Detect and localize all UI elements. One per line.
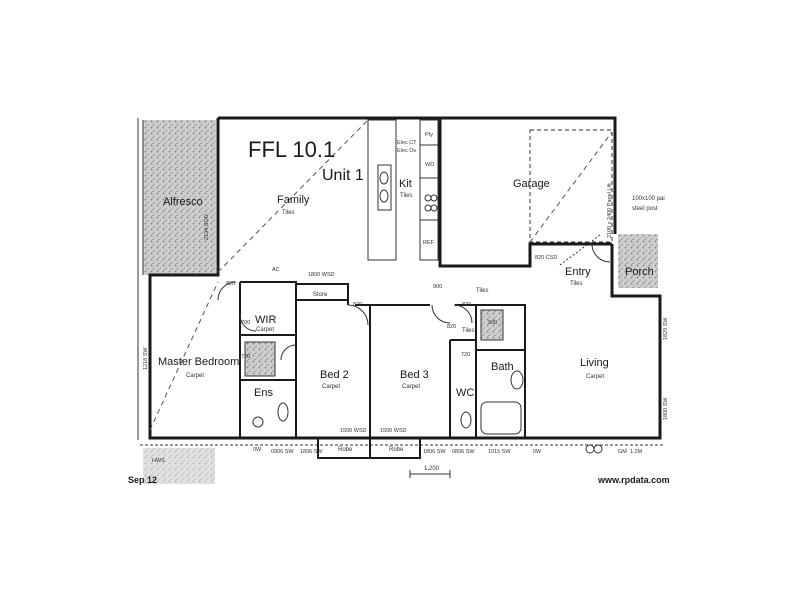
room-bed3: Bed 3 <box>400 369 429 381</box>
note-d720-1: 720 <box>241 354 250 360</box>
room-master: Master Bedroom <box>158 356 239 368</box>
room-robe-2: Robe <box>389 447 404 453</box>
note-d700: 700 <box>241 320 250 326</box>
finish-bath: Tiles <box>462 328 474 334</box>
finish-family: Tiles <box>282 210 294 216</box>
bath-fixtures <box>244 309 524 435</box>
garage-door <box>529 129 613 243</box>
note-wsd-top: 1800 WSD <box>308 272 335 278</box>
room-family: Family <box>277 194 310 206</box>
note-post-1: 100x100 pai <box>632 196 665 202</box>
room-bed2: Bed 2 <box>320 369 349 381</box>
note-wsd-bed3: 1500 WSD <box>380 428 407 434</box>
ceiling-line-master <box>149 281 219 431</box>
note-living-win-1: 1829 SW <box>663 317 669 340</box>
dim-bottom-text: 1,200 <box>424 466 440 472</box>
note-alfresco-dim: 2134 SOD <box>204 214 210 240</box>
note-ref: REF <box>423 240 435 246</box>
note-sw-4: 0806 SW <box>452 449 475 455</box>
note-ac: AC <box>272 267 280 273</box>
note-elec-ct: Elec CT <box>397 140 417 146</box>
meter-icon <box>593 444 603 454</box>
room-robe-1: Robe <box>338 447 353 453</box>
finish-kit: Tiles <box>400 193 412 199</box>
finish-bed2: Carpet <box>322 384 340 390</box>
finish-master: Carpet <box>186 373 204 379</box>
note-d720-2: 720 <box>461 352 470 358</box>
room-living: Living <box>580 357 609 369</box>
kitchen-fixtures <box>367 119 439 261</box>
note-wd: WD <box>425 162 434 168</box>
room-kit: Kit <box>399 178 412 190</box>
note-garage-door: 2100 x 2400 Panel Lift <box>607 183 613 238</box>
note-d900-2: 900 <box>488 320 497 326</box>
finish-living: Carpet <box>586 374 604 380</box>
note-d820-3: 820 <box>447 324 456 330</box>
note-sw-1: 0906 SW <box>271 449 294 455</box>
room-store: Store <box>313 292 328 298</box>
porch-hatch <box>618 234 658 288</box>
note-wsd-bed2: 1500 WSD <box>340 428 367 434</box>
note-d900-1: 900 <box>433 284 442 290</box>
note-gm: GM <box>618 449 627 455</box>
note-elec-ov: Elec Ov <box>397 148 417 154</box>
room-wc: WC <box>456 387 474 399</box>
finish-entry: Tiles <box>570 281 582 287</box>
note-sw-6: 0W <box>253 447 262 453</box>
note-sw-2: 1806 SW <box>300 449 323 455</box>
unit-label: Unit 1 <box>322 167 364 184</box>
room-garage: Garage <box>513 178 550 190</box>
note-living-win-2: 1800 SW <box>663 397 669 420</box>
room-alfresco: Alfresco <box>163 196 203 208</box>
note-csd: 820 CSD <box>535 255 557 261</box>
interior-walls <box>239 281 526 459</box>
note-sw-8: 1.2M <box>630 449 643 455</box>
entry-arrow <box>559 234 601 266</box>
note-master-win: 1218 SW <box>143 347 149 370</box>
footer-date: Sep 12 <box>128 475 157 485</box>
note-sw-5: 1015 SW <box>488 449 511 455</box>
dimension-bottom: 1,200 <box>409 466 451 478</box>
hws-pad <box>143 448 215 484</box>
note-post-2: steel post <box>632 206 658 212</box>
footer-source: www.rpdata.com <box>597 475 670 485</box>
room-wir: WIR <box>255 314 276 326</box>
finish-bed3: Carpet <box>402 384 420 390</box>
room-entry: Entry <box>565 266 591 278</box>
note-sw-7: 0W <box>533 449 542 455</box>
note-d820-1: 820 <box>226 281 235 287</box>
finish-hall: Tiles <box>476 288 488 294</box>
door-swings <box>217 243 611 361</box>
alfresco-hatch <box>143 120 216 275</box>
note-d820-2: 820 <box>353 302 362 308</box>
note-d820-4: 820 <box>462 302 471 308</box>
note-hws: HWS <box>152 458 165 464</box>
note-sw-3: 1806 SW <box>423 449 446 455</box>
room-ens: Ens <box>254 387 273 399</box>
finish-wir: Carpet <box>256 327 274 333</box>
floor-level-label: FFL 10.1 <box>248 137 335 162</box>
room-bath: Bath <box>491 361 514 373</box>
room-porch: Porch <box>625 266 654 278</box>
note-pty: Pty <box>425 132 433 138</box>
meter-icon <box>585 444 595 454</box>
